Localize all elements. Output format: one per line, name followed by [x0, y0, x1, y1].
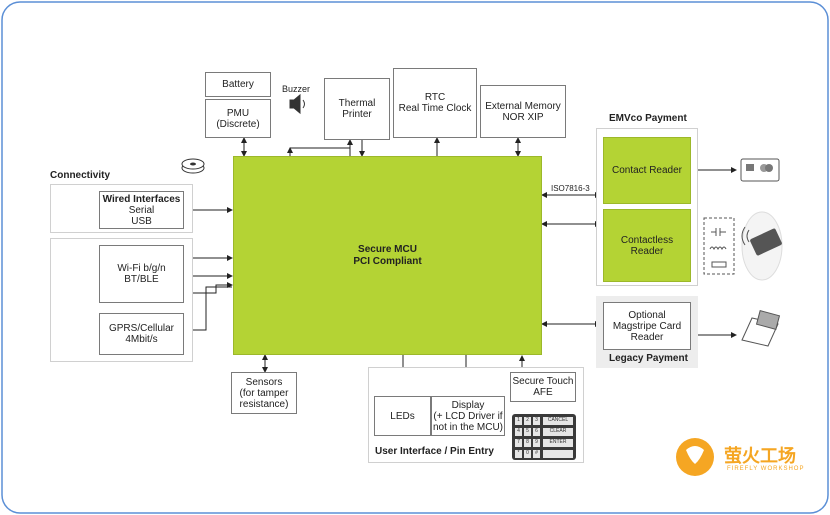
key-6: 6 [533, 428, 540, 436]
secure-mcu-block: Secure MCU PCI Compliant [233, 156, 542, 355]
smart-card-icon [740, 158, 780, 182]
magstripe-label: Optional [628, 309, 666, 321]
wired-serial: Serial [128, 204, 155, 216]
tamper-sensor-icon [181, 158, 205, 174]
battery-block: Battery [205, 72, 271, 97]
key-enter: ENTER [543, 439, 573, 447]
wifi-label: Wi-Fi b/g/n [117, 263, 166, 274]
key-star: * [515, 450, 522, 458]
magstripe-sub-label-2: Reader [630, 331, 664, 343]
bt-label: BT/BLE [124, 274, 159, 285]
external-memory-block: External Memory NOR XIP [480, 85, 566, 138]
key-0: 0 [524, 450, 531, 458]
legacy-title: Legacy Payment [609, 353, 688, 364]
pmu-block: PMU (Discrete) [205, 99, 271, 138]
key-clear: CLEAR [543, 428, 573, 436]
thermal-printer-block: Thermal Printer [324, 78, 390, 140]
antenna-icon [703, 217, 735, 275]
sensors-block: Sensors (for tamper resistance) [231, 372, 297, 414]
sensors-sub-label-2: resistance) [239, 398, 289, 410]
memory-sub-label: NOR XIP [502, 111, 544, 123]
wired-title: Wired Interfaces [102, 193, 181, 205]
memory-label: External Memory [485, 100, 561, 112]
buzzer-label: Buzzer [282, 84, 311, 94]
key-5: 5 [524, 428, 531, 436]
key-blank [543, 450, 573, 458]
display-block: Display (+ LCD Driver if not in the MCU) [431, 396, 505, 436]
magstripe-card-icon [741, 310, 781, 347]
display-sub-label: (+ LCD Driver if [433, 410, 503, 422]
key-8: 8 [524, 439, 531, 447]
magstripe-block: Optional Magstripe Card Reader [603, 302, 691, 350]
magstripe-sub-label: Magstripe Card [612, 320, 682, 332]
leds-label: LEDs [390, 410, 415, 422]
key-2: 2 [524, 417, 531, 425]
contactless-reader-block: Contactless Reader [603, 209, 691, 282]
wired-usb: USB [131, 215, 152, 227]
connectivity-title: Connectivity [50, 170, 111, 181]
contactless-sub-label: Reader [630, 245, 664, 257]
mcu-title: Secure MCU [358, 243, 417, 255]
firefly-logo-icon [676, 438, 714, 476]
battery-label: Battery [222, 79, 254, 90]
gprs-label: GPRS/Cellular [108, 323, 175, 334]
ui-title: User Interface / Pin Entry [375, 446, 494, 457]
pmu-label: PMU [226, 107, 250, 119]
emvco-title: EMVco Payment [609, 113, 687, 124]
logo-name: 萤火工场 [724, 446, 796, 466]
sensors-sub-label: (for tamper [239, 387, 289, 399]
key-cancel: CANCEL [543, 417, 573, 425]
pmu-sub-label: (Discrete) [216, 118, 260, 130]
keypad-icon: 1 2 3 4 5 6 7 8 9 * 0 # CANCEL CLEAR ENT… [512, 414, 576, 460]
display-label: Display [451, 399, 485, 411]
key-9: 9 [533, 439, 540, 447]
leds-block: LEDs [374, 396, 431, 436]
mcu-subtitle: PCI Compliant [353, 255, 422, 267]
gprs-block: GPRS/Cellular 4Mbit/s [99, 313, 184, 355]
touch-sub-label: AFE [533, 387, 553, 398]
touch-label: Secure Touch [512, 376, 574, 387]
speaker-icon [289, 93, 305, 115]
printer-sub-label: Printer [342, 109, 372, 120]
display-sub-label-2: not in the MCU) [432, 421, 504, 433]
key-hash: # [533, 450, 540, 458]
wifi-block: Wi-Fi b/g/n BT/BLE [99, 245, 184, 303]
key-1: 1 [515, 417, 522, 425]
wired-interfaces-block: Wired Interfaces Serial USB [99, 191, 184, 229]
key-4: 4 [515, 428, 522, 436]
rtc-sub-label: Real Time Clock [398, 103, 472, 114]
key-7: 7 [515, 439, 522, 447]
iso-label: ISO7816-3 [551, 184, 590, 193]
sensors-label: Sensors [245, 376, 283, 388]
key-3: 3 [533, 417, 540, 425]
secure-touch-block: Secure Touch AFE [510, 372, 576, 402]
contactless-card-icon [741, 211, 783, 281]
rtc-block: RTC Real Time Clock [393, 68, 477, 138]
rtc-label: RTC [424, 92, 446, 103]
contact-reader-block: Contact Reader [603, 137, 691, 204]
printer-label: Thermal [338, 98, 376, 109]
contactless-label: Contactless [620, 234, 674, 246]
logo-sub: FIREFLY WORKSHOP [727, 466, 805, 472]
gprs-rate: 4Mbit/s [125, 334, 158, 345]
contact-reader-label: Contact Reader [611, 165, 683, 176]
